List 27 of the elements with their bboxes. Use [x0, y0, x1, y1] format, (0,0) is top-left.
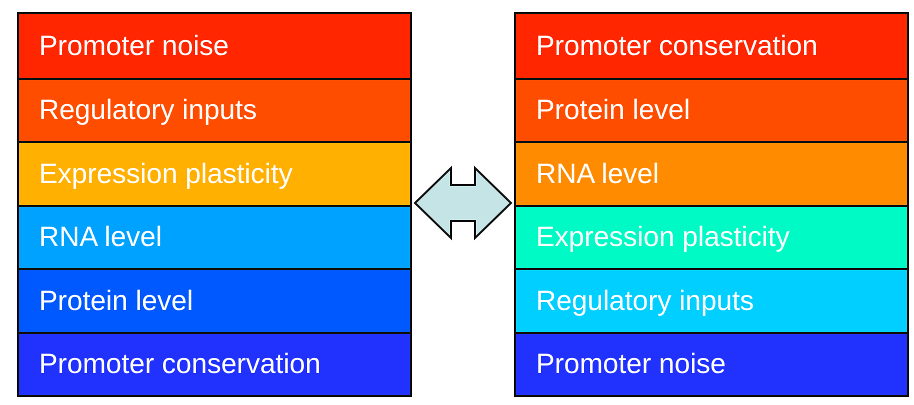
- double-arrow: [414, 166, 512, 240]
- column-panel: [514, 12, 909, 397]
- band-label: Regulatory inputs: [536, 284, 754, 317]
- color-band: [19, 204, 410, 268]
- color-band: [516, 268, 907, 332]
- color-band: [19, 141, 410, 204]
- color-band: [516, 141, 907, 204]
- column-panel: [17, 12, 412, 397]
- band-label: Regulatory inputs: [39, 94, 257, 126]
- color-band: [516, 332, 907, 395]
- color-band: [516, 14, 907, 78]
- band-label: Protein level: [536, 94, 690, 126]
- band-label: Expression plasticity: [536, 221, 790, 254]
- band-label: Promoter conservation: [39, 348, 321, 380]
- band-label: RNA level: [39, 221, 162, 254]
- band-label: Promoter noise: [39, 30, 229, 62]
- color-band: [19, 268, 410, 332]
- color-band: [516, 78, 907, 141]
- color-band: [516, 204, 907, 268]
- color-band: [19, 332, 410, 395]
- band-label: Expression plasticity: [39, 158, 293, 190]
- band-label: RNA level: [536, 158, 659, 190]
- band-label: Promoter noise: [536, 348, 726, 380]
- band-label: Protein level: [39, 284, 194, 317]
- color-band: [19, 78, 410, 141]
- band-label: Promoter conservation: [536, 30, 818, 62]
- color-band: [19, 14, 410, 78]
